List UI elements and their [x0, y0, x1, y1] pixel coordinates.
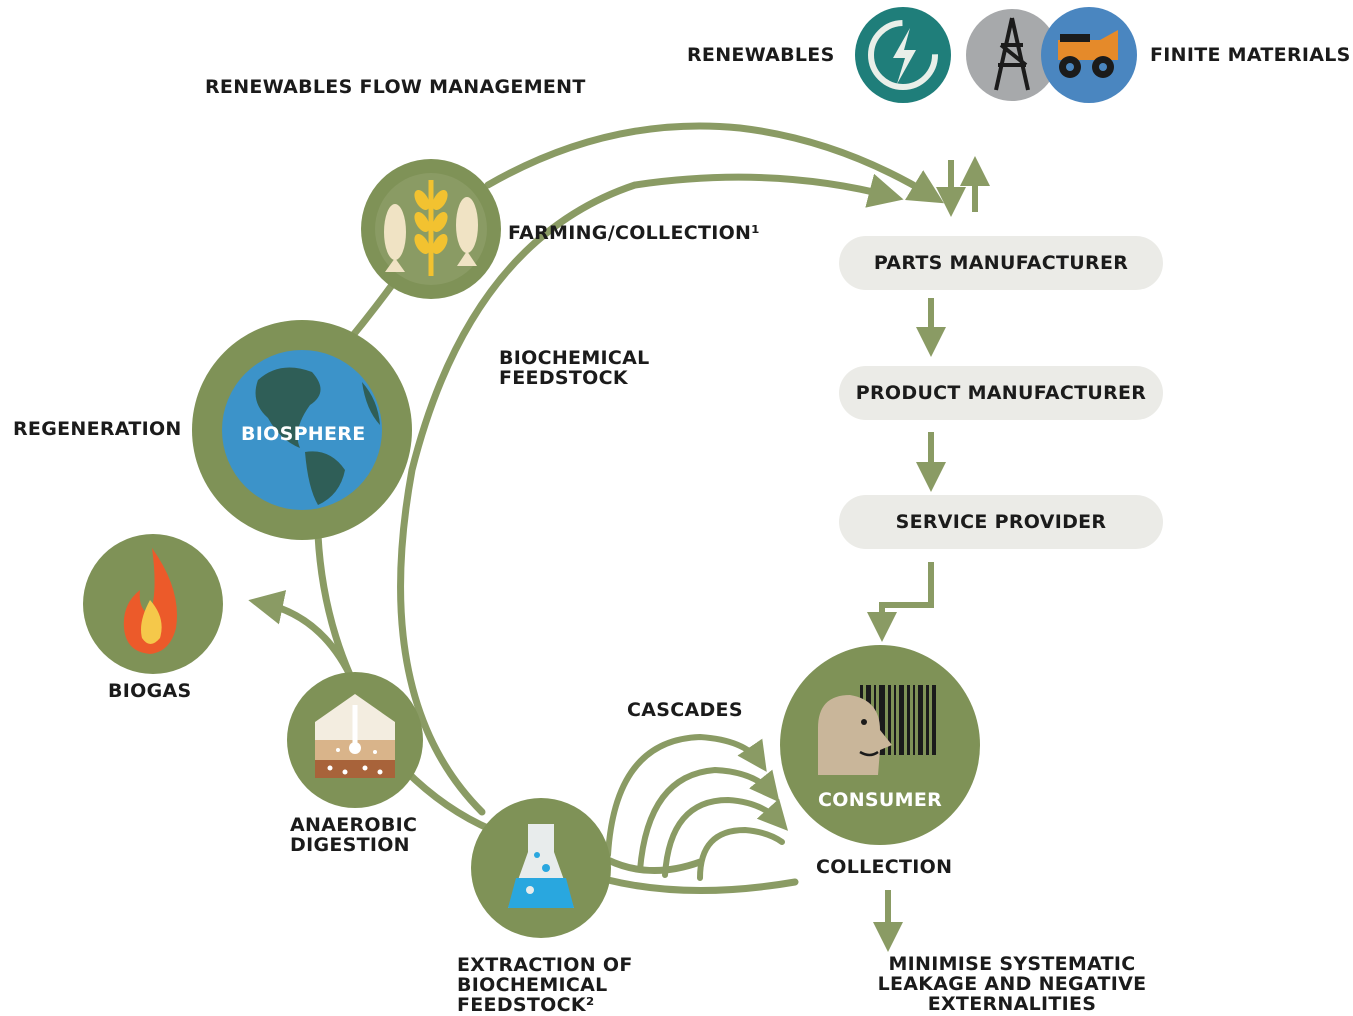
flow-anaerobic-to-biogas — [248, 590, 354, 679]
flow-biochemical-feedstock — [397, 173, 904, 816]
parts-manufacturer-label: PARTS MANUFACTURER — [873, 252, 1129, 274]
flow-renewables-management — [484, 122, 944, 204]
biogas-label: BIOGAS — [108, 680, 192, 702]
leakage-label-1: MINIMISE SYSTEMATIC — [888, 953, 1136, 975]
service-provider-box: SERVICE PROVIDER — [839, 495, 1163, 549]
leakage-label-2: LEAKAGE AND NEGATIVE — [877, 973, 1147, 995]
legend-finite-materials-label: FINITE MATERIALS — [1150, 44, 1351, 66]
biochemical-feedstock-label-2: FEEDSTOCK — [499, 367, 628, 389]
globe-icon — [192, 320, 412, 540]
parts-manufacturer-box: PARTS MANUFACTURER — [839, 236, 1163, 290]
flame-icon — [83, 534, 223, 674]
flow-anaerobic-to-extraction — [401, 766, 496, 834]
cascade-arc-2 — [637, 766, 780, 873]
leakage-label-3: EXTERNALITIES — [927, 993, 1097, 1015]
extraction-label-3: FEEDSTOCK² — [457, 994, 595, 1016]
flow-collection-to-extraction — [604, 876, 799, 894]
anaerobic-label-2: DIGESTION — [290, 834, 410, 856]
soil-layers-icon — [287, 672, 423, 808]
biochemical-feedstock-label-1: BIOCHEMICAL — [499, 347, 650, 369]
cascade-arc-1 — [605, 733, 767, 858]
product-manufacturer-label: PRODUCT MANUFACTURER — [855, 382, 1147, 404]
biosphere-label: BIOSPHERE — [241, 423, 366, 445]
cascades-label: CASCADES — [627, 699, 743, 721]
oil-derrick-icon — [966, 9, 1058, 101]
regeneration-label: REGENERATION — [13, 418, 182, 440]
extraction-label-1: EXTRACTION OF — [457, 954, 633, 976]
collection-label: COLLECTION — [816, 856, 953, 878]
fish-wheat-icon — [361, 159, 501, 299]
extraction-label-2: BIOCHEMICAL — [457, 974, 608, 996]
cascade-arc-3 — [662, 796, 789, 878]
service-provider-label: SERVICE PROVIDER — [895, 511, 1107, 533]
product-manufacturer-box: PRODUCT MANUFACTURER — [839, 366, 1163, 420]
consumer-label: CONSUMER — [818, 789, 943, 811]
farming-collection-label: FARMING/COLLECTION¹ — [508, 222, 760, 244]
renewable-energy-icon — [855, 7, 951, 103]
legend-renewables-label: RENEWABLES — [687, 44, 835, 66]
person-barcode-icon — [780, 645, 980, 845]
anaerobic-label-1: ANAEROBIC — [290, 814, 418, 836]
mining-truck-icon — [1041, 7, 1137, 103]
renewables-flow-management-label: RENEWABLES FLOW MANAGEMENT — [205, 76, 586, 98]
cascade-arc-4 — [697, 826, 785, 881]
flask-icon — [471, 798, 611, 938]
